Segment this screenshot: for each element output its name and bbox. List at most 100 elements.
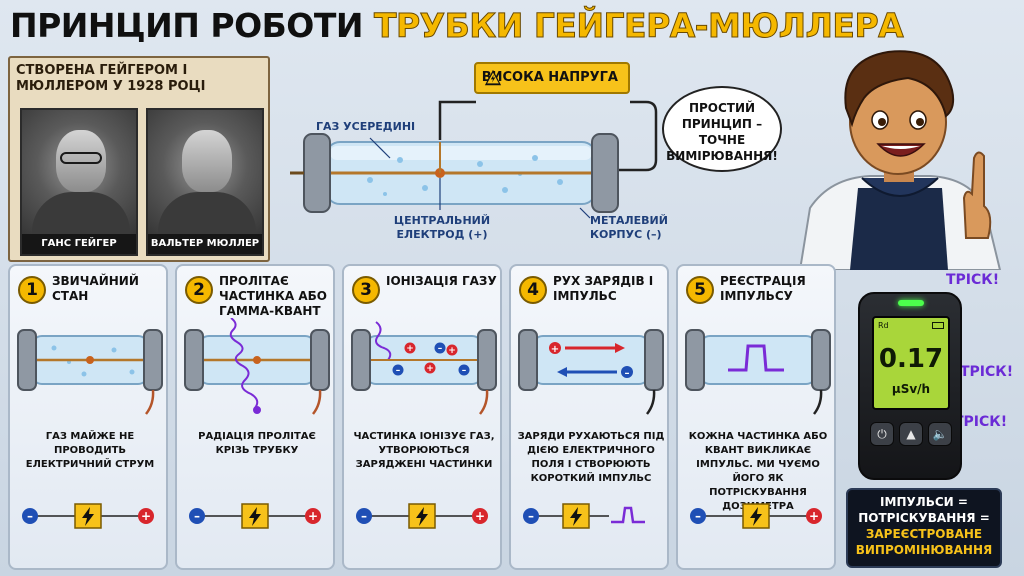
title-main: ПРИНЦИП РОБОТИ [10, 6, 374, 45]
tube-cap-left [303, 133, 331, 213]
step-number: 4 [519, 276, 547, 304]
plus-sign: + [475, 509, 485, 523]
step-number: 2 [185, 276, 213, 304]
menu-button[interactable]: ▲ [899, 422, 923, 446]
name-muller: ВАЛЬТЕР МЮЛЛЕР [148, 234, 262, 254]
crackle-label-3: ТРІСК! [954, 414, 1008, 430]
ion-plus: + [406, 344, 414, 354]
step-number: 5 [686, 276, 714, 304]
summary-line2: ПОТРІСКУВАННЯ = [858, 511, 990, 525]
dose-reading: 0.17 [878, 344, 944, 374]
step-title: РЕЄСТРАЦІЯ ІМПУЛЬСУ [720, 274, 806, 303]
sound-button[interactable]: 🔈 [928, 422, 952, 446]
ion-plus: + [426, 364, 434, 374]
step-title: ІОНІЗАЦІЯ ГАЗУ [386, 274, 497, 288]
step-title: ЗВИЧАЙНИЙ СТАН [52, 274, 139, 303]
lightning-icon [82, 507, 94, 526]
step-number: 3 [352, 276, 380, 304]
minus-sign: – [27, 509, 33, 523]
photo-muller: ВАЛЬТЕР МЮЛЛЕР [146, 108, 264, 256]
history-panel: СТВОРЕНА ГЕЙГЕРОМ І МЮЛЛЕРОМ У 1928 РОЦІ… [8, 56, 270, 262]
high-voltage-label: ВИСОКА НАПРУГА [474, 62, 630, 94]
electrode-label-line1: ЦЕНТРАЛЬНИЙ [393, 214, 491, 227]
high-voltage-text: ВИСОКА НАПРУГА [481, 70, 618, 85]
step-tube [184, 318, 330, 415]
portrait-head [182, 130, 232, 192]
step-card-4: 4 РУХ ЗАРЯДІВ І ІМПУЛЬС + – ЗАРЯДИ РУХАЮ… [509, 264, 669, 570]
plus-sign: + [308, 509, 318, 523]
name-geiger: ГАНС ГЕЙГЕР [22, 234, 136, 254]
arrow-right-icon [615, 343, 625, 353]
step-title: РУХ ЗАРЯДІВ І ІМПУЛЬС [553, 274, 654, 303]
step-card-1: 1 ЗВИЧАЙНИЙ СТАН ГАЗ МАЙЖЕ НЕ ПРОВОДИТЬ … [8, 264, 168, 570]
minus-sign: – [194, 509, 200, 523]
step-number: 1 [18, 276, 46, 304]
step-tube: + – [518, 329, 664, 415]
ion-plus: + [551, 344, 559, 355]
metal-body-label: МЕТАЛЕВИЙ КОРПУС (–) [590, 214, 668, 242]
step-circuit: – + [356, 503, 488, 529]
main-tube-diagram [290, 100, 658, 219]
summary-line1: ІМПУЛЬСИ = [880, 495, 968, 509]
screen-mode: Rd [878, 321, 889, 330]
glasses-icon [60, 152, 102, 164]
minus-sign: – [528, 509, 534, 523]
step-description: РАДІАЦІЯ ПРОЛІТАЄ КРІЗЬ ТРУБКУ [198, 431, 316, 456]
tube-cap-right [591, 133, 619, 213]
battery-icon [932, 322, 944, 329]
step-card-2: 2 ПРОЛІТАЄ ЧАСТИНКА АБО ГАММА-КВАНТ РАДІ… [175, 264, 335, 570]
radiation-wave [229, 318, 259, 409]
lightning-icon [570, 507, 582, 526]
summary-line4: ВИПРОМІНЮВАННЯ [855, 543, 993, 557]
step-description: ГАЗ МАЙЖЕ НЕ ПРОВОДИТЬ ЕЛЕКТРИЧНИЙ СТРУМ [25, 431, 155, 470]
pulse-icon [728, 344, 784, 372]
title-accent: ТРУБКИ ГЕЙГЕРА-МЮЛЛЕРА [373, 6, 904, 46]
gas-inside-label: ГАЗ УСЕРЕДИНІ [316, 120, 416, 133]
step-title: ПРОЛІТАЄ ЧАСТИНКА АБО ГАММА-КВАНТ [219, 274, 327, 318]
step-circuit: – + [189, 503, 321, 529]
scientist-character [798, 50, 1002, 270]
metal-body-line1: МЕТАЛЕВИЙ [590, 214, 668, 227]
dose-unit: μSv/h [891, 382, 931, 396]
lightning-icon [249, 507, 261, 526]
lightning-icon [750, 507, 762, 526]
portrait-body [32, 192, 130, 240]
step-tube [17, 329, 163, 415]
step-description: ЗАРЯДИ РУХАЮТЬСЯ ПІД ДІЄЮ ЕЛЕКТРИЧНОГО П… [517, 431, 665, 484]
step-card-5: 5 РЕЄСТРАЦІЯ ІМПУЛЬСУ КОЖНА ЧАСТИНКА АБО… [676, 264, 836, 570]
step-circuit: – + [22, 503, 154, 529]
status-led [898, 300, 924, 306]
plus-sign: + [809, 509, 819, 523]
lightning-icon [416, 507, 428, 526]
bubble-line1: ПРОСТИЙ [688, 101, 756, 115]
ion-minus: – [625, 368, 630, 379]
speech-bubble: ПРОСТИЙ ПРИНЦИП – ТОЧНЕ ВИМІРЮВАННЯ! [662, 86, 782, 172]
crackle-label-2: ТРІСК! [960, 364, 1014, 380]
dosimeter-device: Rd 0.17 μSv/h ⏻ ▲ 🔈 [858, 292, 962, 480]
crackle-label-1: ТРІСК! [946, 272, 1000, 288]
bubble-line4: ВИМІРЮВАННЯ! [666, 149, 778, 163]
summary-line3: ЗАРЕЄСТРОВАНЕ [865, 527, 983, 541]
electrode-label: ЦЕНТРАЛЬНИЙ ЕЛЕКТРОД (+) [392, 214, 492, 242]
page-title: ПРИНЦИП РОБОТИ ТРУБКИ ГЕЙГЕРА-МЮЛЛЕРА [10, 6, 904, 46]
ion-minus: – [396, 366, 401, 376]
step-circuit: – + [690, 503, 822, 529]
history-caption: СТВОРЕНА ГЕЙГЕРОМ І МЮЛЛЕРОМ У 1928 РОЦІ [16, 63, 206, 94]
bubble-line3: ТОЧНЕ [698, 133, 746, 147]
minus-sign: – [695, 509, 701, 523]
summary-box: ІМПУЛЬСИ = ПОТРІСКУВАННЯ = ЗАРЕЄСТРОВАНЕ… [846, 488, 1002, 568]
photo-geiger: ГАНС ГЕЙГЕР [20, 108, 138, 256]
step-circuit: – [523, 503, 645, 529]
power-button[interactable]: ⏻ [870, 422, 894, 446]
ion-minus: – [462, 366, 467, 376]
ion-minus: – [438, 344, 443, 354]
plus-sign: + [141, 509, 151, 523]
dosimeter-screen: Rd 0.17 μSv/h [872, 316, 950, 410]
bubble-line2: ПРИНЦИП – [681, 117, 763, 131]
step-description: ЧАСТИНКА ІОНІЗУЄ ГАЗ, УТВОРЮЮТЬСЯ ЗАРЯДЖ… [353, 431, 495, 470]
warning-icon [484, 69, 502, 86]
electrode-label-line2: ЕЛЕКТРОД (+) [396, 228, 488, 241]
step-tube [685, 329, 831, 415]
metal-body-line2: КОРПУС (–) [590, 228, 662, 241]
ion-plus: + [448, 346, 456, 356]
